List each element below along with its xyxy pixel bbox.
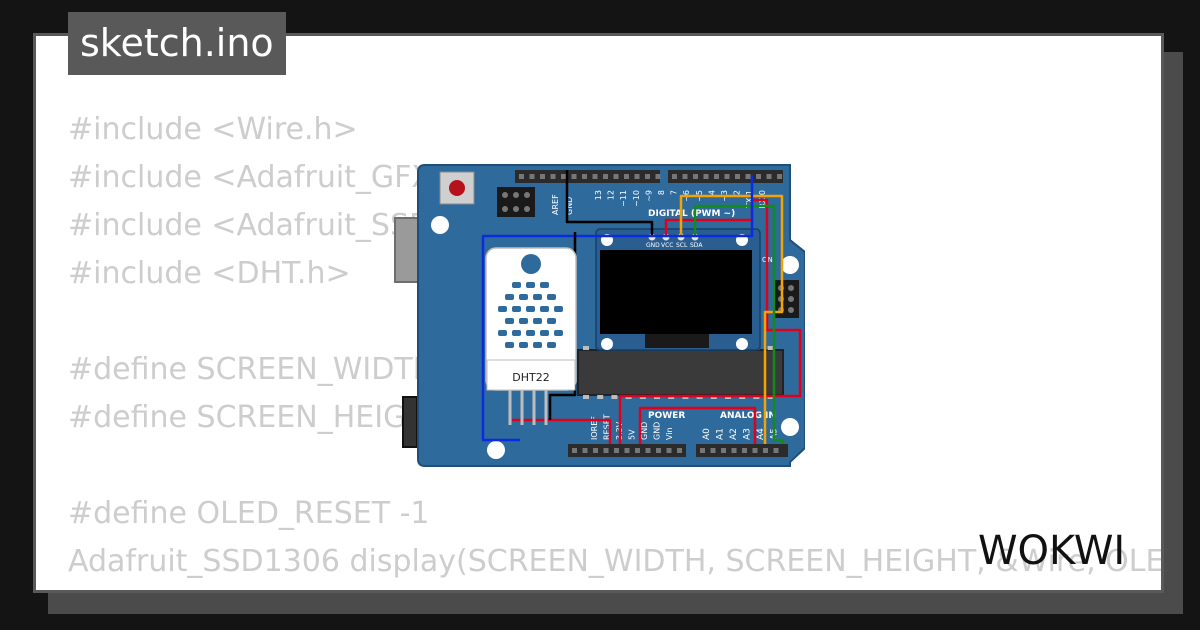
wire-dht-data [481, 175, 754, 442]
pin-label: 4 [707, 190, 716, 195]
pin-label: Vin [665, 427, 674, 440]
pin-label: IOREF [590, 416, 599, 440]
analog-label: ANALOG IN [720, 411, 776, 421]
pin-label: 2 [733, 190, 742, 195]
oled-pin-label: GND [646, 242, 660, 249]
pin-label: A3 [743, 428, 753, 440]
pin-label: ~11 [619, 190, 628, 207]
atmega-chip [577, 349, 784, 396]
circuit-diagram: DIGITAL (PWM ~) POWER ANALOG IN ON AREF … [394, 164, 805, 467]
code-line: #include <Wire.h> [68, 112, 358, 147]
pin-label: ~10 [632, 190, 641, 207]
pin-label: A1 [716, 428, 726, 440]
pin-label: 12 [607, 190, 616, 200]
pin-label: ~9 [644, 190, 653, 202]
oled-pin-label: VCC [661, 242, 673, 249]
oled-pin-label: SDA [690, 242, 703, 249]
oled-screen [600, 250, 752, 334]
dht22-label: DHT22 [512, 371, 549, 384]
aref-label: AREF [551, 194, 560, 215]
pin-label: A0 [702, 428, 712, 440]
power-label: POWER [648, 411, 685, 421]
wire-vcc [618, 198, 802, 444]
pin-label: GND [640, 422, 649, 440]
code-line: #include <DHT.h> [68, 256, 351, 291]
pin-label: 13 [594, 190, 603, 200]
code-line: Adafruit_SSD1306 display(SCREEN_WIDTH, S… [68, 544, 1164, 579]
digital-header-left [515, 170, 660, 183]
wokwi-logo: WOKWI [978, 528, 1125, 573]
dht22-sensor: DHT22 [485, 247, 577, 425]
pin-label: RESET [603, 414, 612, 440]
wokwi-logo-text: WOKWI [978, 528, 1125, 573]
code-line: #define OLED_RESET -1 [68, 496, 430, 531]
file-tab[interactable]: sketch.ino [68, 12, 286, 75]
digital-label: DIGITAL (PWM ~) [648, 209, 735, 219]
pin-label: 7 [670, 190, 679, 195]
pin-label: 8 [657, 190, 666, 195]
pin-label: TX 1 [745, 190, 754, 209]
pin-label: A4 [756, 428, 766, 440]
oled-pin-label: SCL [676, 242, 688, 249]
pin-label: GND [653, 422, 662, 440]
wire-sda [693, 204, 785, 444]
gnd-label: GND [565, 197, 574, 215]
pin-label: A2 [729, 428, 739, 440]
pin-label: 5V [628, 429, 637, 440]
wire-scl [679, 194, 784, 444]
wire-analog [638, 406, 757, 444]
wire-gnd [565, 170, 654, 237]
